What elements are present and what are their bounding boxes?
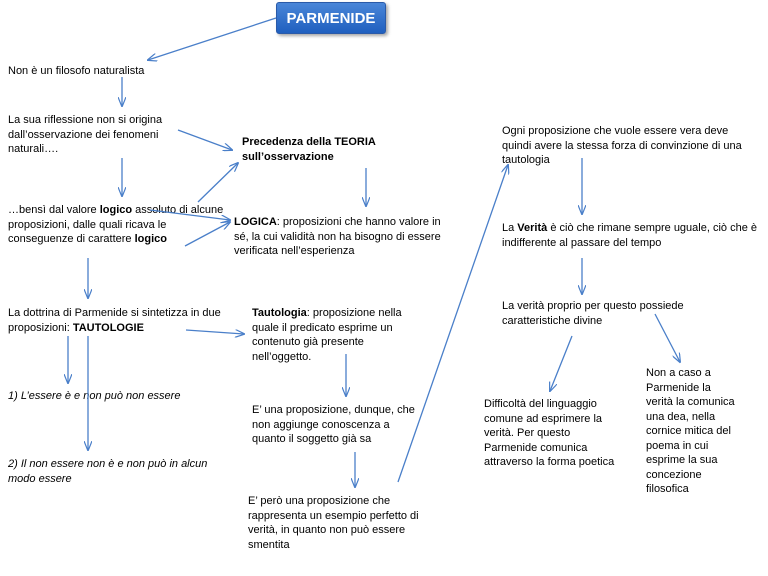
node-theory-precedence: Precedenza della TEORIA sull’osservazion…	[242, 135, 392, 164]
node-doctrine-bold: TAUTOLOGIE	[72, 321, 144, 334]
node-every-proposition: Ogni proposizione che vuole essere vera …	[502, 124, 760, 168]
node-goddess-text: Non a caso a Parmenide la verità la comu…	[646, 367, 735, 495]
node-proposition-2: 2) Il non essere non è e non può in alcu…	[8, 457, 208, 486]
node-divine: La verità proprio per questo possiede ca…	[502, 299, 727, 328]
node-tautology-def-bold: Tautologia	[252, 307, 307, 319]
node-reflection-origin-text: La sua riflessione non si origina dall’o…	[8, 114, 163, 155]
node-not-naturalist: Non è un filosofo naturalista	[8, 64, 238, 79]
node-logic-def-bold: LOGICA	[234, 216, 277, 228]
arrow-title-to-n1	[148, 17, 277, 60]
node-truth-def-bold: Verità	[517, 222, 548, 234]
node-not-naturalist-text: Non è un filosofo naturalista	[8, 65, 145, 77]
node-doctrine-text: La dottrina di Parmenide si sintetizza i…	[8, 307, 221, 334]
node-divine-text: La verità proprio per questo possiede ca…	[502, 300, 684, 327]
node-logical-value-text-a: …bensì dal valore	[8, 204, 100, 216]
node-logical-value-bold-a: logico	[99, 204, 133, 216]
node-no-knowledge: E’ una proposizione, dunque, che non agg…	[252, 403, 417, 447]
node-every-proposition-text: Ogni proposizione che vuole essere vera …	[502, 125, 742, 166]
node-perfect-truth: E’ però una proposizione che rappresenta…	[248, 494, 428, 552]
title-text: PARMENIDE	[286, 9, 376, 27]
arrow-n3-to-n4	[197, 163, 238, 203]
node-proposition-1: 1) L’essere è e non può non essere	[8, 389, 238, 404]
title-box: PARMENIDE	[276, 2, 386, 34]
node-perfect-truth-text: E’ però una proposizione che rappresenta…	[248, 495, 419, 551]
node-logic-def: LOGICA: proposizioni che hanno valore in…	[234, 215, 448, 259]
node-theory-precedence-text: Precedenza della TEORIA sull’osservazion…	[242, 136, 376, 163]
node-proposition-1-text: 1) L’essere è e non può non essere	[8, 390, 181, 402]
node-no-knowledge-text: E’ una proposizione, dunque, che non agg…	[252, 404, 415, 445]
node-tautology-def: Tautologia: proposizione nella quale il …	[252, 306, 417, 364]
node-proposition-2-text: 2) Il non essere non è e non può in alcu…	[8, 458, 208, 485]
node-language-difficulty-text: Difficoltà del linguaggio comune ad espr…	[484, 398, 615, 468]
node-logical-value: …bensì dal valore logico assoluto di alc…	[8, 203, 230, 247]
node-goddess: Non a caso a Parmenide la verità la comu…	[646, 366, 736, 497]
node-truth-def: La Verità è ciò che rimane sempre uguale…	[502, 221, 764, 250]
node-truth-def-text-b: è ciò che rimane sempre uguale, ciò che …	[502, 222, 757, 249]
arrow-n14-to-n15	[550, 335, 573, 391]
node-truth-def-text-a: La	[502, 222, 518, 234]
node-logical-value-bold-b: logico	[134, 233, 167, 245]
node-language-difficulty: Difficoltà del linguaggio comune ad espr…	[484, 397, 624, 470]
node-tautology-def-text: : proposizione nella quale il predicato …	[252, 307, 402, 363]
node-reflection-origin: La sua riflessione non si origina dall’o…	[8, 113, 198, 157]
node-doctrine: La dottrina di Parmenide si sintetizza i…	[8, 306, 228, 335]
